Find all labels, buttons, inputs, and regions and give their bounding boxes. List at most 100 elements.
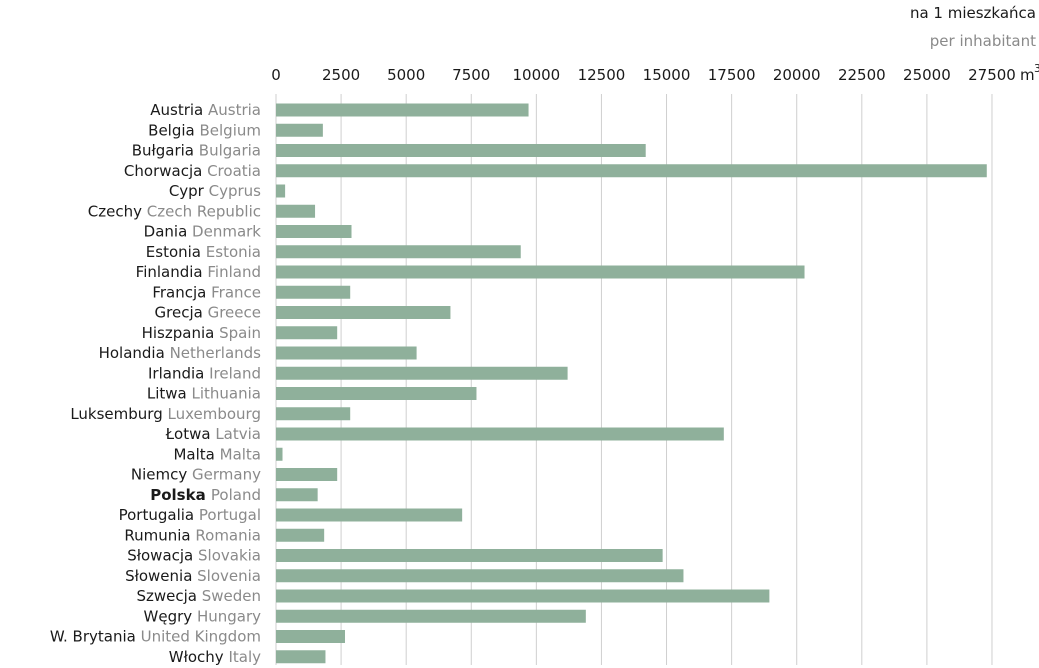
bar [276, 184, 286, 198]
category-label-polish: Węgry [144, 607, 197, 625]
bars [276, 103, 987, 664]
category-label-english: Netherlands [170, 344, 262, 362]
category-label-polish: W. Brytania [50, 628, 141, 646]
category-label-polish: Francja [152, 283, 211, 301]
category-label: Polska Poland [150, 486, 261, 504]
category-label-english: Estonia [206, 243, 261, 261]
category-label-polish: Luksemburg [70, 405, 167, 423]
bar [276, 569, 684, 583]
category-label-polish: Finlandia [136, 263, 208, 281]
category-label-english: Denmark [192, 223, 261, 241]
x-tick-label: 2500 [322, 66, 360, 84]
bar [276, 346, 417, 360]
category-label: Węgry Hungary [144, 607, 262, 625]
bar [276, 447, 283, 461]
category-label-english: Czech Republic [147, 202, 261, 220]
category-label: Bułgaria Bulgaria [132, 142, 261, 160]
category-label-polish: Bułgaria [132, 142, 199, 160]
category-label-polish: Irlandia [148, 364, 209, 382]
category-label-english: Bulgaria [199, 142, 261, 160]
category-label: Irlandia Ireland [148, 364, 261, 382]
x-tick-label: 0 [271, 66, 281, 84]
category-label-english: Greece [208, 304, 261, 322]
category-label-polish: Dania [144, 223, 192, 241]
category-label: Łotwa Latvia [165, 425, 261, 443]
category-label-english: Portugal [199, 506, 261, 524]
category-label-english: Germany [192, 466, 261, 484]
category-label: Luksemburg Luxembourg [70, 405, 261, 423]
category-label-english: Lithuania [192, 385, 261, 403]
category-label-english: Italy [228, 648, 261, 666]
category-label-english: Slovenia [197, 567, 261, 585]
bar [276, 407, 351, 421]
category-label-english: France [211, 283, 261, 301]
bar [276, 630, 345, 643]
category-label-english: Romania [195, 526, 261, 544]
category-label: Portugalia Portugal [119, 506, 261, 524]
category-label-polish: Niemcy [131, 466, 192, 484]
category-label-polish: Hiszpania [142, 324, 219, 342]
category-label-english: Slovakia [198, 547, 261, 565]
category-label-english: Hungary [197, 607, 261, 625]
category-label: Austria Austria [150, 101, 261, 119]
category-label: Niemcy Germany [131, 466, 261, 484]
category-label-english: Croatia [207, 162, 261, 180]
category-label-polish: Estonia [146, 243, 206, 261]
category-label-polish: Łotwa [165, 425, 216, 443]
bar [276, 589, 770, 603]
category-label: Słowacja Slovakia [127, 547, 261, 565]
x-tick-label: 15000 [643, 66, 691, 84]
category-label: Chorwacja Croatia [124, 162, 261, 180]
x-tick-label: 25000 [903, 66, 951, 84]
x-tick-label: 12500 [578, 66, 626, 84]
bar [276, 123, 323, 137]
bar [276, 144, 646, 157]
x-tick-label: 17500 [708, 66, 756, 84]
category-label-english: Luxembourg [168, 405, 262, 423]
category-label: Szwecja Sweden [136, 587, 261, 605]
category-label-polish: Cypr [169, 182, 209, 200]
bar [276, 164, 987, 178]
bar [276, 285, 351, 299]
bar [276, 528, 325, 542]
x-tick-label: 7500 [452, 66, 490, 84]
bar [276, 103, 529, 117]
category-label: Słowenia Slovenia [125, 567, 261, 585]
category-label-english: Austria [208, 101, 261, 119]
x-tick-label: 10000 [512, 66, 560, 84]
category-label-english: Poland [211, 486, 261, 504]
category-label-polish: Włochy [169, 648, 229, 666]
bar [276, 609, 586, 623]
category-label: Belgia Belgium [148, 121, 261, 139]
category-label-polish: Polska [150, 486, 211, 504]
bar [276, 549, 663, 562]
category-label: Finlandia Finland [136, 263, 261, 281]
category-label: Cypr Cyprus [169, 182, 261, 200]
category-label-polish: Grecja [155, 304, 208, 322]
bar [276, 306, 451, 319]
category-label-english: Latvia [215, 425, 261, 443]
bar [276, 508, 463, 522]
x-tick-label: 20000 [773, 66, 821, 84]
category-label-polish: Słowacja [127, 547, 198, 565]
category-label-english: Ireland [209, 364, 261, 382]
bar [276, 468, 338, 481]
x-tick-label: 5000 [387, 66, 425, 84]
category-label-english: Spain [219, 324, 261, 342]
category-label: Dania Denmark [144, 223, 262, 241]
category-label-english: Sweden [202, 587, 261, 605]
category-label-polish: Austria [150, 101, 208, 119]
category-label: Estonia Estonia [146, 243, 261, 261]
category-label-polish: Portugalia [119, 506, 199, 524]
category-label-english: Belgium [200, 121, 262, 139]
category-label: Hiszpania Spain [142, 324, 261, 342]
category-label-english: Finland [207, 263, 261, 281]
bar [276, 204, 316, 218]
category-label: Litwa Lithuania [147, 385, 261, 403]
unit-label-english: per inhabitant [929, 32, 1036, 50]
unit-label-polish: na 1 mieszkańca [909, 4, 1036, 22]
category-label-polish: Belgia [148, 121, 199, 139]
